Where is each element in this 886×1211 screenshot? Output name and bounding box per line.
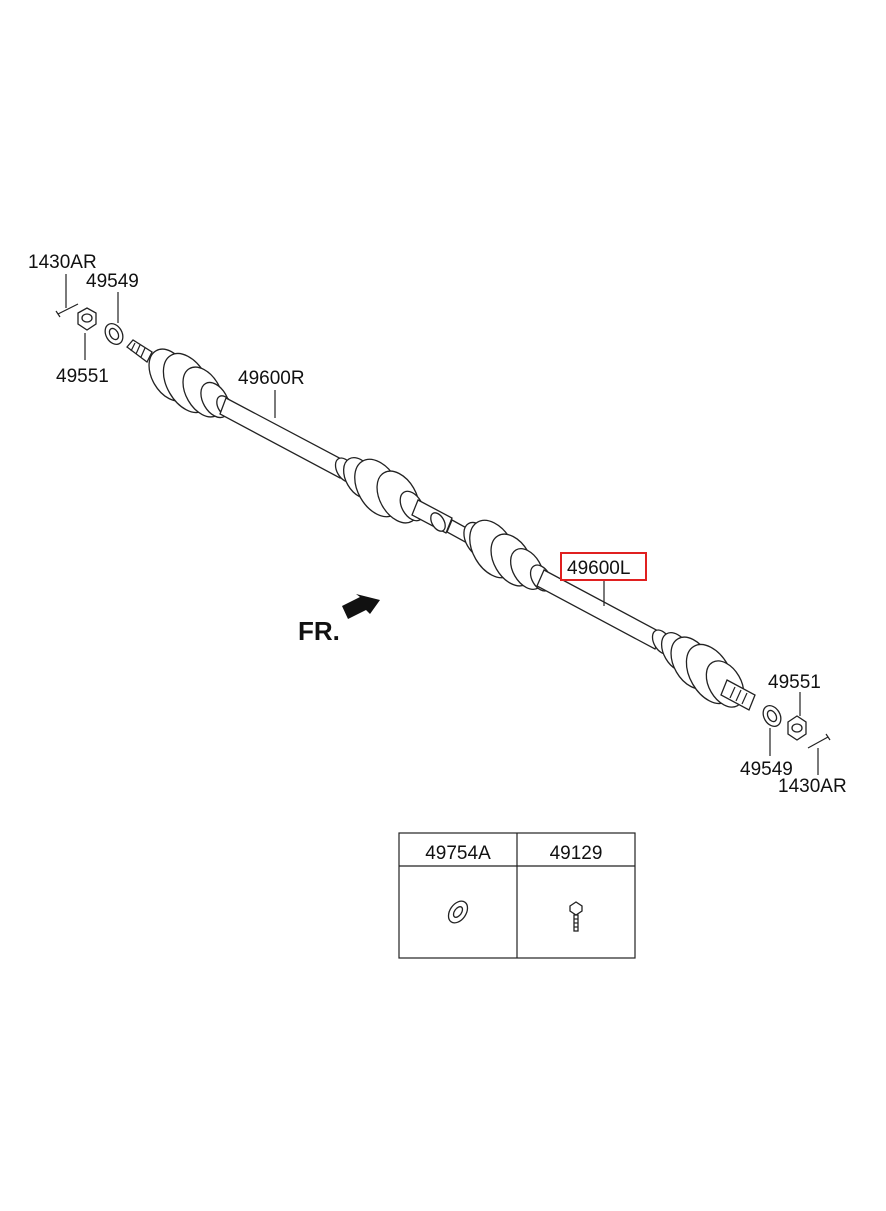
cotter-pin-right[interactable] [55, 303, 79, 318]
highlight-box-49600l [560, 552, 647, 581]
front-label: FR. [298, 616, 340, 646]
front-arrow-icon [342, 594, 380, 619]
washer-49549-left[interactable] [760, 702, 785, 729]
shaft-49600l[interactable] [458, 512, 756, 713]
parts-table: 49754A 49129 [398, 832, 636, 959]
label-49600r[interactable]: 49600R [238, 368, 305, 389]
intermediate-stub [411, 499, 473, 544]
label-49551-right[interactable]: 49551 [56, 366, 109, 387]
washer-49549-right[interactable] [102, 320, 127, 347]
table-header-49754a[interactable]: 49754A [425, 843, 491, 864]
label-1430ar-left[interactable]: 1430AR [778, 776, 847, 797]
nut-49551-right[interactable] [77, 307, 97, 331]
shaft-49600r[interactable] [126, 339, 429, 530]
label-49600l[interactable]: 49600L [567, 558, 630, 579]
washer-icon [447, 900, 469, 924]
front-direction-marker: FR. [298, 594, 380, 646]
table-header-49129[interactable]: 49129 [550, 843, 603, 864]
label-49551-left[interactable]: 49551 [768, 672, 821, 693]
nut-49551-left[interactable] [787, 715, 807, 741]
bolt-icon [569, 901, 583, 932]
cotter-pin-left[interactable] [807, 733, 831, 749]
label-49549-left[interactable]: 49549 [740, 759, 793, 780]
label-1430ar-right[interactable]: 1430AR [28, 252, 97, 273]
label-49549-right[interactable]: 49549 [86, 271, 139, 292]
